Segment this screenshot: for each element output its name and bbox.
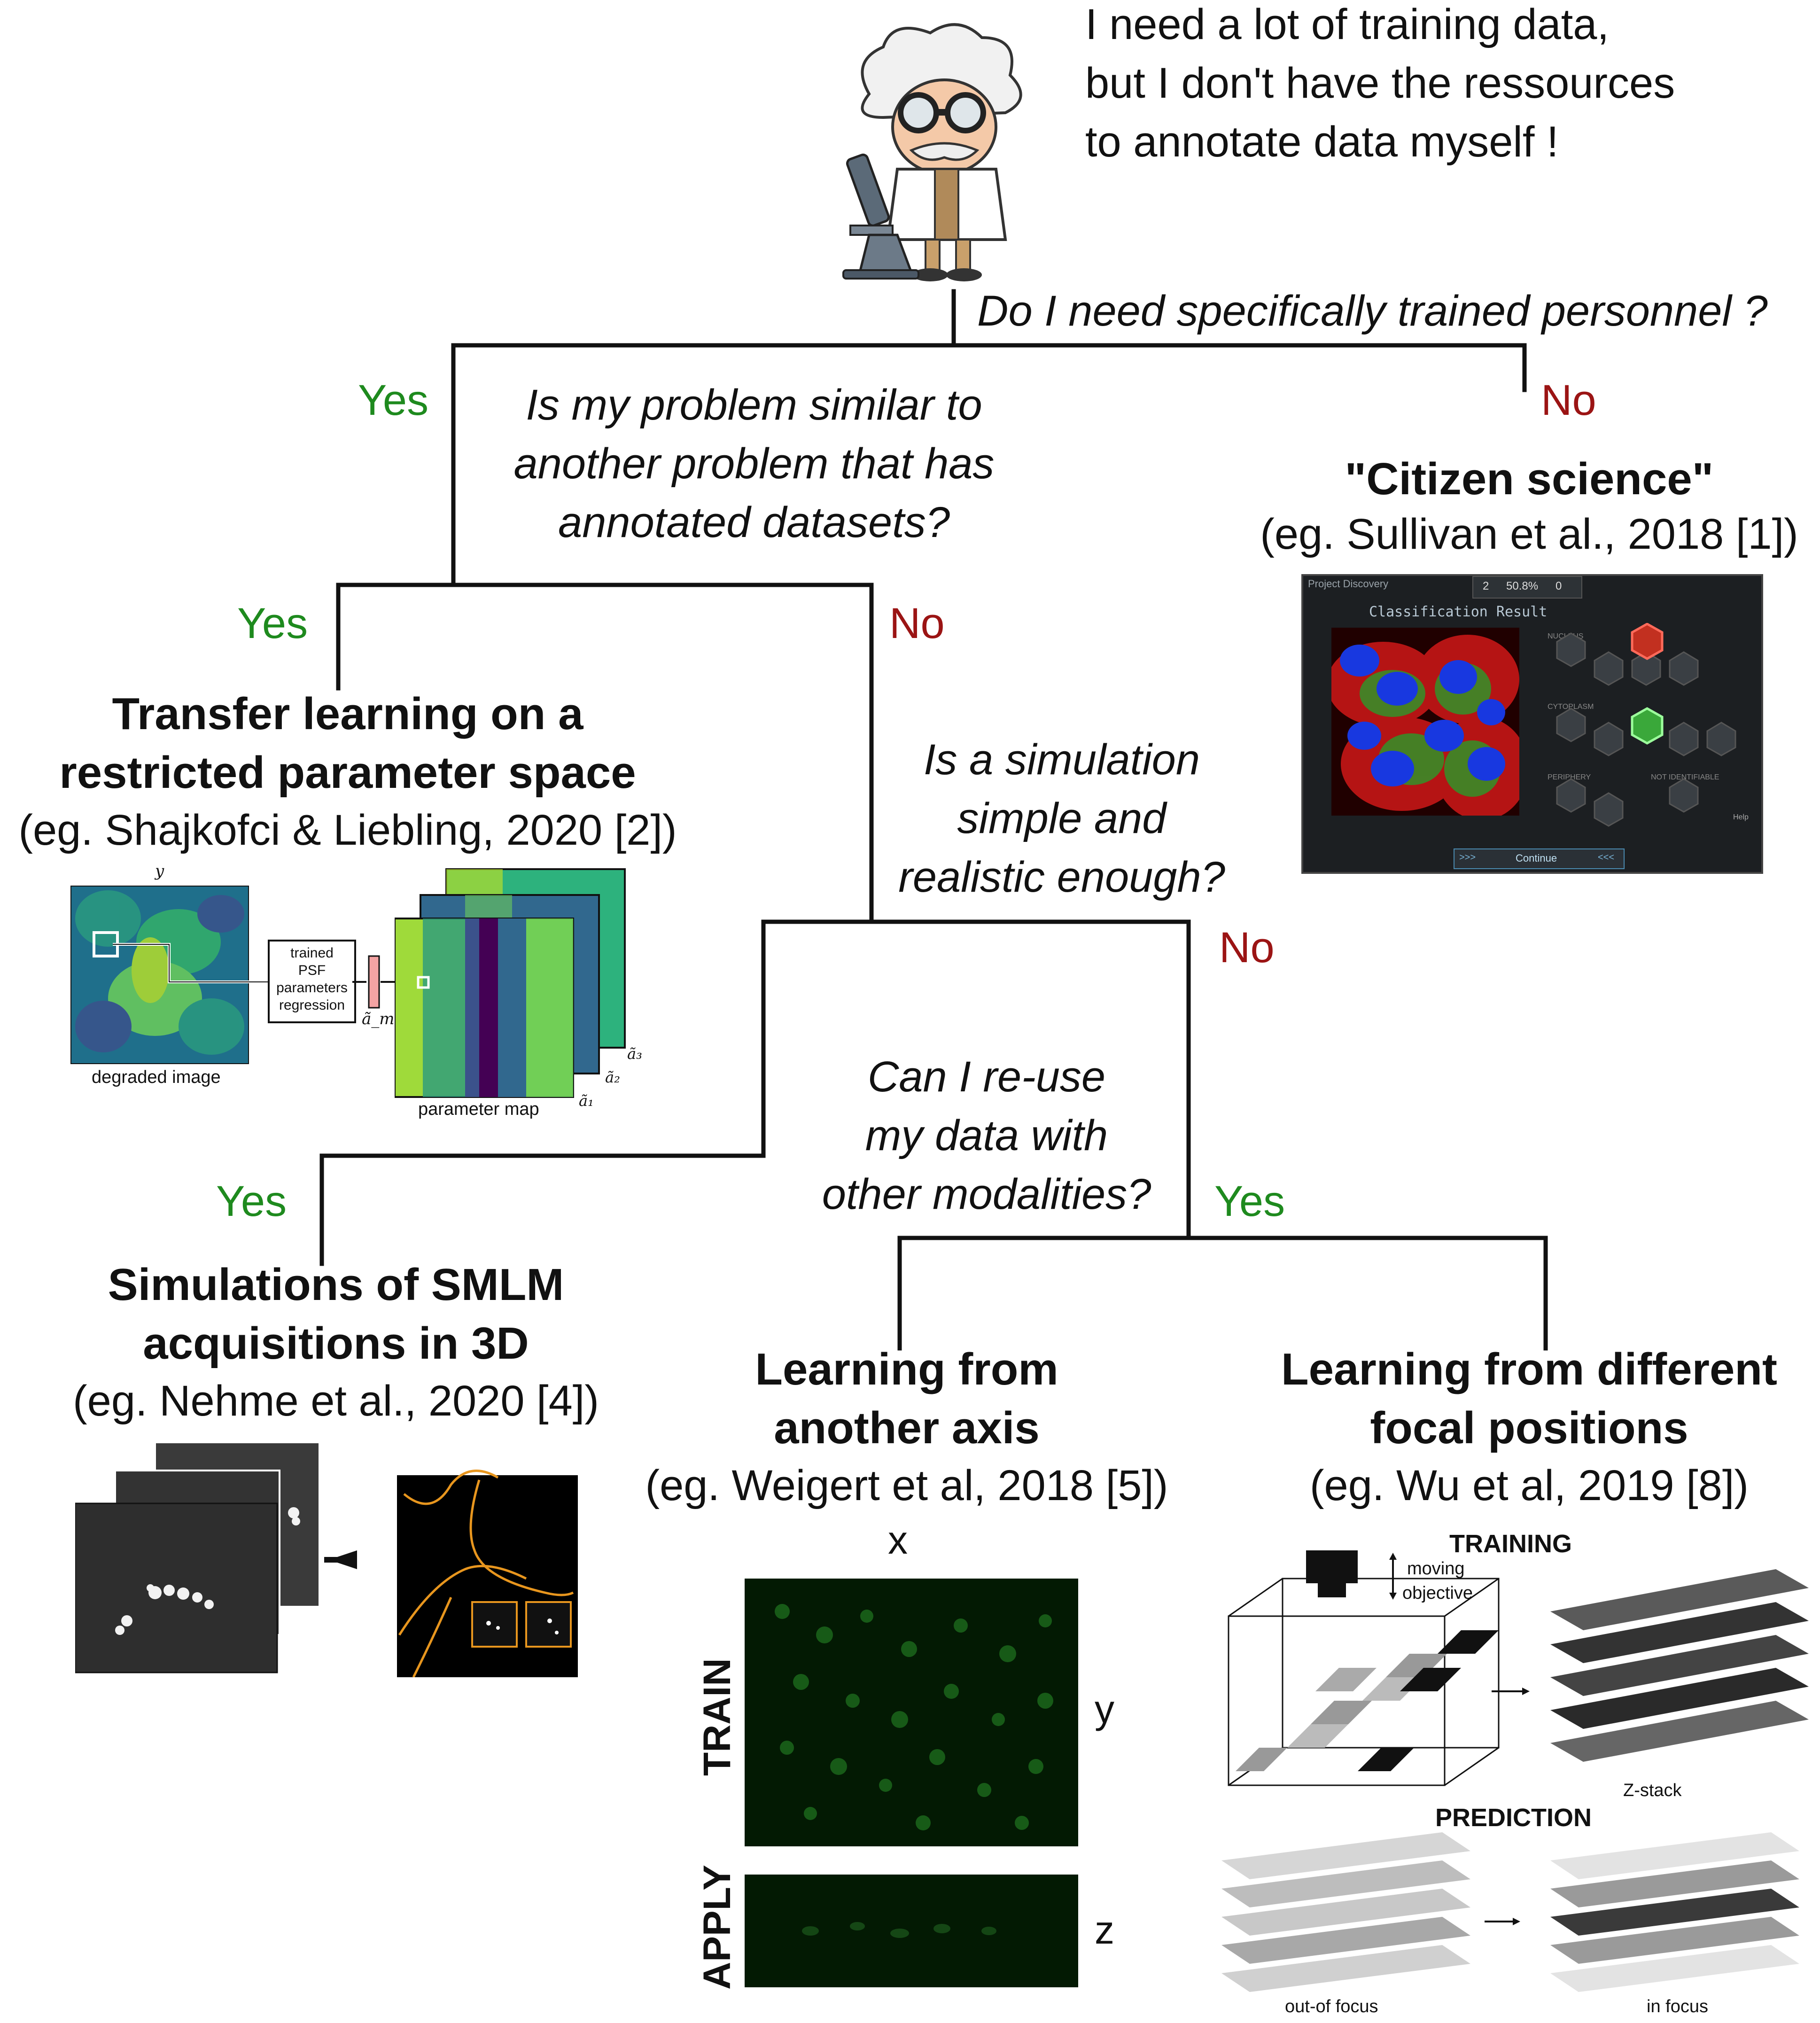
- question-similar-problem-line-1: Is my problem similar to: [526, 381, 982, 429]
- game-title: Classification Result: [1369, 604, 1548, 620]
- degraded-image: [70, 886, 249, 1064]
- smlm-title-line-2: acquisitions in 3D: [143, 1318, 529, 1369]
- focal-prediction-figure: [1221, 1832, 1799, 1992]
- train-xy-image: [745, 1579, 1078, 1846]
- regression-box-line-2: PSF: [298, 963, 326, 978]
- question-reuse-line-3: other modalities?: [822, 1170, 1151, 1218]
- param-a1: ã₁: [579, 1092, 594, 1110]
- citizen-science-title: "Citizen science": [1345, 454, 1714, 504]
- connector-q4: [897, 1236, 1548, 1351]
- game-cytoplasm: CYTOPLASM: [1548, 703, 1594, 711]
- focal-zstack-label: Z-stack: [1623, 1781, 1682, 1800]
- question-similar-problem-line-2: another problem that has: [513, 440, 995, 488]
- game-arrows-right: <<<: [1598, 852, 1615, 863]
- game-count-1: 2: [1483, 580, 1489, 592]
- question-trained-personnel: Do I need specifically trained personnel…: [977, 287, 1768, 335]
- game-continue-button[interactable]: >>> Continue <<<: [1454, 848, 1625, 869]
- transfer-title-line-1: Transfer learning on a: [112, 689, 583, 739]
- focal-out-of-focus-label: out-of focus: [1285, 1997, 1378, 2016]
- patch-arrow: [113, 943, 268, 983]
- focal-training-figure: [1228, 1550, 1809, 1786]
- speech-line-1: I need a lot of training data,: [1085, 0, 1610, 48]
- cell-image: [1331, 628, 1519, 816]
- game-help[interactable]: Help: [1733, 813, 1749, 821]
- label-yes-3: Yes: [216, 1177, 287, 1225]
- axis-label-x: x: [888, 1518, 908, 1562]
- label-no-2: No: [889, 599, 945, 647]
- transfer-title-line-2: restricted parameter space: [59, 747, 636, 798]
- regression-box: trained PSF parameters regression: [268, 940, 356, 1023]
- focal-ref: (eg. Wu et al, 2019 [8]): [1309, 1462, 1749, 1509]
- regression-box-line-1: trained: [290, 945, 334, 961]
- regression-box-line-4: regression: [279, 997, 345, 1013]
- question-simulation-line-1: Is a simulation: [923, 736, 1200, 784]
- focal-title-line-2: focal positions: [1370, 1403, 1688, 1453]
- citizen-science-screenshot: Project Discovery 2 50.8% 0 Classificati…: [1301, 574, 1763, 874]
- apply-label: APPLY: [696, 1865, 739, 1990]
- red-hex: [1631, 623, 1664, 660]
- game-periphery: PERIPHERY: [1548, 773, 1591, 781]
- parameter-map-stack: [395, 868, 626, 1098]
- game-not-identifiable: NOT IDENTIFIABLE: [1651, 773, 1719, 781]
- game-continue-label: Continue: [1516, 852, 1557, 864]
- axis-title-line-2: another axis: [774, 1403, 1040, 1453]
- connector-q2: [336, 583, 874, 924]
- connector-q3-yes: [319, 1153, 766, 1266]
- vector-label: ã_m: [362, 1010, 395, 1028]
- regression-box-line-3: parameters: [276, 980, 348, 996]
- axis-ref: (eg. Weigert et al, 2018 [5]): [645, 1462, 1168, 1509]
- green-hex: [1631, 707, 1664, 745]
- label-no-1: No: [1541, 376, 1596, 424]
- citizen-science-ref: (eg. Sullivan et al., 2018 [1]): [1260, 510, 1798, 558]
- question-simulation-line-2: simple and: [957, 794, 1167, 842]
- question-reuse-line-1: Can I re-use: [867, 1053, 1106, 1101]
- smlm-title-line-1: Simulations of SMLM: [108, 1260, 564, 1310]
- game-status-bar: 2 50.8% 0: [1472, 576, 1582, 599]
- axis-label-y: y: [1095, 1687, 1114, 1731]
- game-hex-grid: [1556, 623, 1736, 827]
- question-similar-problem-line-3: annotated datasets?: [558, 498, 950, 546]
- axis-label-z: z: [1095, 1908, 1114, 1952]
- apply-xz-image: [745, 1875, 1078, 1987]
- connector-q3: [761, 919, 1191, 1240]
- focal-in-focus-label: in focus: [1647, 1997, 1708, 2016]
- smlm-figure: [75, 1442, 578, 1677]
- focal-training-label: TRAINING: [1449, 1530, 1572, 1558]
- transfer-ref: (eg. Shajkofci & Liebling, 2020 [2]): [18, 806, 677, 854]
- question-simulation-line-3: realistic enough?: [898, 853, 1225, 901]
- focal-title-line-1: Learning from different: [1281, 1344, 1778, 1394]
- param-a3: ã₃: [627, 1045, 642, 1063]
- speech-line-3: to annotate data myself !: [1085, 118, 1559, 166]
- label-yes-1: Yes: [358, 376, 429, 424]
- label-yes-2: Yes: [237, 599, 308, 647]
- game-score: 50.8%: [1506, 580, 1539, 592]
- speech-line-2: but I don't have the ressources: [1085, 59, 1675, 107]
- focal-moving-line-1: moving: [1407, 1559, 1465, 1579]
- caption-degraded-image: degraded image: [92, 1067, 221, 1087]
- smlm-ref: (eg. Nehme et al., 2020 [4]): [73, 1377, 599, 1425]
- axis-title-line-1: Learning from: [755, 1344, 1058, 1394]
- scientist-illustration: [842, 23, 1022, 281]
- question-reuse-line-2: my data with: [865, 1112, 1108, 1159]
- label-no-3: No: [1219, 924, 1275, 972]
- focal-moving-line-2: objective: [1402, 1583, 1473, 1603]
- game-topbar-title: Project Discovery: [1308, 578, 1389, 590]
- game-count-2: 0: [1556, 580, 1562, 592]
- train-label: TRAIN: [696, 1658, 739, 1776]
- game-arrows-left: >>>: [1459, 852, 1476, 863]
- transfer-axis-y: y: [155, 862, 164, 880]
- connector-root: [451, 289, 1527, 587]
- caption-parameter-map: parameter map: [418, 1099, 539, 1119]
- label-yes-4: Yes: [1214, 1177, 1285, 1225]
- param-a2: ã₂: [605, 1068, 620, 1086]
- focal-prediction-label: PREDICTION: [1435, 1804, 1592, 1832]
